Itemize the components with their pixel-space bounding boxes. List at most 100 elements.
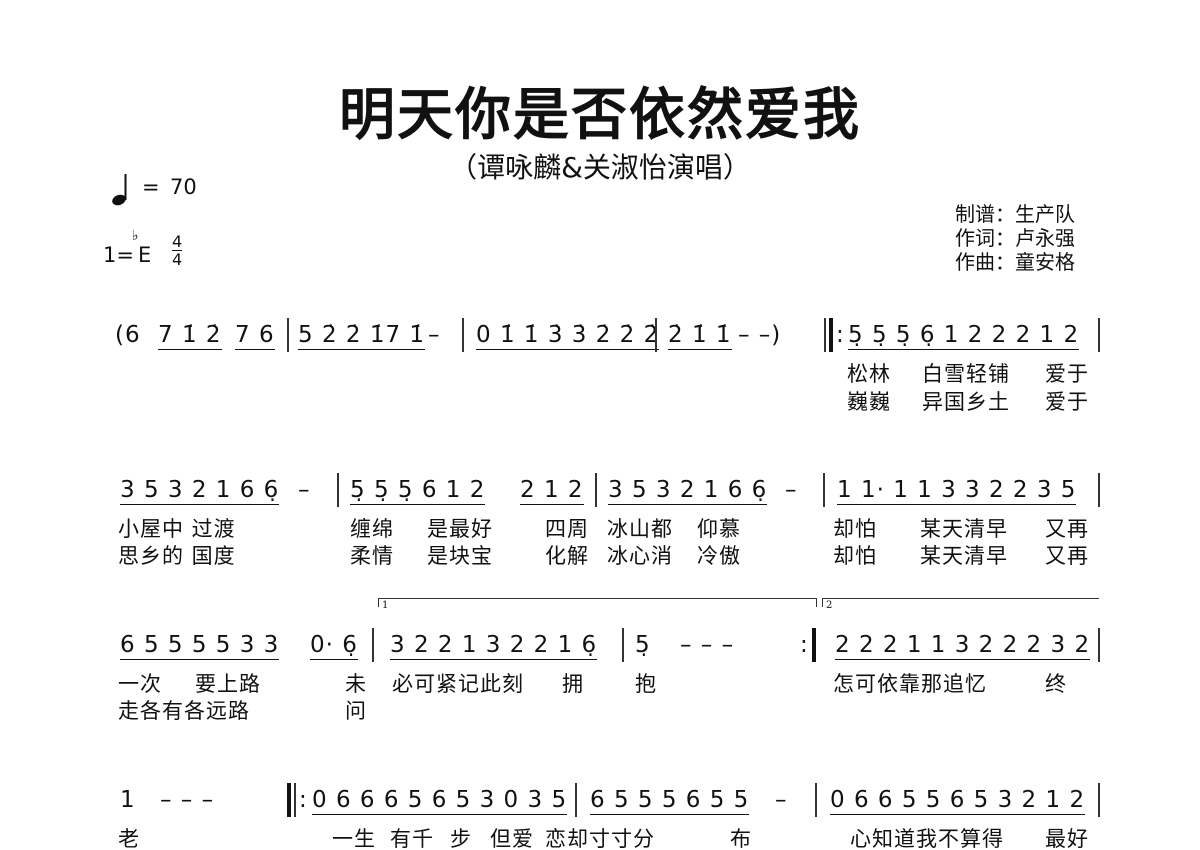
note-group: 5 2̇ 2̇ 1̇7 1̇ (298, 322, 426, 350)
lyric: 冰心消 (607, 544, 673, 568)
lyric: 走各有各远路 (118, 699, 250, 723)
lyric: 抱 (635, 672, 657, 696)
lyric: 缠绵 (350, 517, 394, 541)
lyric: 小屋中 过渡 (118, 517, 236, 541)
flat-sign: ♭ (132, 228, 139, 244)
barline (595, 473, 597, 507)
repeat-dots: : (800, 632, 809, 658)
repeat-dots: : (836, 322, 845, 348)
repeat-end-thick (812, 628, 816, 662)
note-group: – – – (160, 787, 215, 813)
lyric: 又再 (1045, 544, 1089, 568)
note-group: 1 (120, 787, 136, 813)
lyric: 却怕 (833, 544, 877, 568)
barline (462, 318, 464, 352)
lyric: 四周 (545, 517, 589, 541)
song-title: 明天你是否依然爱我 (339, 83, 861, 148)
lyric: 必可紧记此刻 (392, 672, 524, 696)
lyric: 问 (345, 699, 367, 723)
note-group: 5̣ (635, 632, 651, 658)
lyric: 冷傲 (697, 544, 741, 568)
lyric: 未 (345, 672, 367, 696)
time-sig-bottom: 4 (172, 250, 183, 269)
note-group: 6 5 5 5 5 3 3 (120, 632, 280, 660)
lyric: 化解 (545, 544, 589, 568)
note-group: 7 6 (235, 322, 275, 350)
note-group: 5̣ 5̣ 5̣ 6 1 2 (350, 477, 486, 505)
time-sig-top: 4 (172, 232, 183, 251)
repeat-dots: : (299, 787, 308, 813)
credit-arranger: 制谱：生产队 (955, 202, 1075, 226)
note-group: – –) (738, 322, 782, 348)
lyric: 是最好 (427, 517, 493, 541)
lyric: 仰慕 (697, 517, 741, 541)
lyric: 怎可依靠那追忆 (833, 672, 987, 696)
lyric: 却怕 (833, 517, 877, 541)
barline (1098, 783, 1100, 817)
note-group: 6 5 5 5 6 5 5 (590, 787, 750, 815)
lyric: 爱于 (1045, 362, 1089, 386)
note-group: – (298, 477, 311, 503)
barline (1098, 628, 1100, 662)
note-group: – – – (680, 632, 735, 658)
quarter-note-icon (112, 174, 127, 206)
note-group: – (785, 477, 798, 503)
lyric: 要上路 (195, 672, 261, 696)
tempo-bpm: 70 (170, 175, 197, 199)
barline (655, 318, 657, 352)
lyric: 恋却寸寸分 (545, 827, 655, 850)
barline (337, 473, 339, 507)
note-group: 0· 6̣ (310, 632, 358, 660)
lyric: 布 (730, 827, 752, 850)
note-group: 0 6 6 5 5 6 5 3 2 1 2 (830, 787, 1086, 815)
lyric: 某天清早 (920, 517, 1008, 541)
note-group: 3 2 2 1 3 2 2 1 6̣ (390, 632, 598, 660)
lyric: 步 (450, 827, 472, 850)
note-group: 2̇ 1̇ 1̇ (668, 322, 732, 350)
lyric: 爱于 (1045, 390, 1089, 414)
barline (575, 783, 577, 817)
note-group: 2 1 2 (520, 477, 584, 505)
lyric: 但爱 (490, 827, 534, 850)
barline (622, 628, 624, 662)
lyric: 冰山都 (607, 517, 673, 541)
lyric: 有千 (390, 827, 434, 850)
barline (372, 628, 374, 662)
repeat-start-thick (287, 783, 291, 817)
lyric: 是块宝 (427, 544, 493, 568)
lyric: 柔情 (350, 544, 394, 568)
barline (1098, 473, 1100, 507)
note-group: – (428, 322, 441, 348)
volta-2: 2 (822, 598, 1099, 611)
lyric: 老 (118, 827, 140, 850)
repeat-start-thin (294, 783, 296, 817)
key-prefix: 1= (103, 243, 134, 267)
tempo-equals: = (142, 175, 160, 199)
lyric: 巍巍 (847, 390, 891, 414)
volta-1: 1 (378, 598, 817, 611)
song-subtitle: （谭咏麟&关淑怡演唱） (449, 151, 751, 184)
barline (815, 783, 817, 817)
note-group: 3 5 3 2 1 6 6̣ (120, 477, 280, 505)
note-group: 2 2 2 1 1 3 2 2 2 3 2 (835, 632, 1091, 660)
barline (287, 318, 289, 352)
lyric: 又再 (1045, 517, 1089, 541)
note-group: 5̣ 5̣ 5̣ 6̣ 1 2 2 2 1 2 (848, 322, 1080, 350)
lyric: 终 (1045, 672, 1067, 696)
lyric: 白雪轻铺 (922, 362, 1010, 386)
lyric: 思乡的 国度 (118, 544, 236, 568)
lyric: 某天清早 (920, 544, 1008, 568)
note-group: (6 (115, 322, 141, 348)
note-group: – (775, 787, 788, 813)
credit-lyricist: 作词：卢永强 (955, 226, 1075, 250)
key-note: E (138, 243, 152, 267)
lyric: 拥 (562, 672, 584, 696)
barline (823, 473, 825, 507)
lyric: 异国乡土 (922, 390, 1010, 414)
repeat-start-thick (829, 318, 833, 352)
note-group: 3 5 3 2 1 6 6̣ (608, 477, 768, 505)
barline (1098, 318, 1100, 352)
credit-composer: 作曲：童安格 (955, 250, 1075, 274)
note-group: 7 1̇ 2̇ (158, 322, 222, 350)
